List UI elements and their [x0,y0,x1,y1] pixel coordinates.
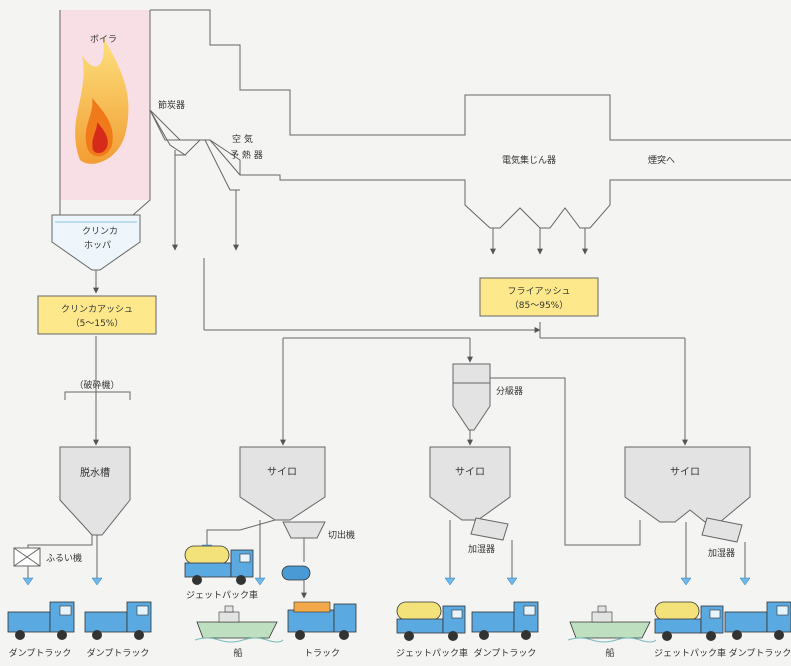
clinker-hopper: クリンカ ホッパ [51,214,141,271]
dump-truck-label: ダンプトラック [9,647,72,659]
humidifier-2 [701,517,743,543]
silo-1: サイロ [239,446,326,521]
dewater-tank-label: 脱水槽 [80,466,110,479]
feeder: 切出機 [281,521,355,581]
feeder-label: 切出機 [328,529,355,541]
silo-2: サイロ 加湿器 [429,446,511,555]
humidifier-2-label: 加湿器 [708,548,735,559]
fly-ash-label-2: （85〜95%） [510,300,568,311]
separator: 分級器 [452,363,523,431]
silo-3-outlets [639,522,746,578]
jet-pack-label: ジェットパック車 [186,589,258,601]
screen-machine: ふるい機 [13,547,82,567]
silo-2-label: サイロ [455,466,485,478]
jet-pack-label: ジェットパック車 [654,647,726,659]
pug-mill [281,565,311,581]
ash-flow-lines [64,150,688,546]
silo-3-label: サイロ [670,466,700,478]
dump-truck-icon [84,601,152,641]
ship-icon [194,605,284,643]
drop-arrow-icon [22,544,751,586]
jet-pack-truck-icon [396,601,466,642]
truck-label: トラック [304,648,340,659]
dewatering-tank: 脱水槽 [59,446,131,536]
to-stack-label: 煙突へ [648,154,675,166]
bag-truck-icon [287,601,357,640]
tank-outlets [27,535,98,578]
separator-label: 分級器 [496,385,523,397]
screen-label: ふるい機 [46,552,82,564]
dump-truck-icon [471,601,539,641]
humidifier-1 [470,517,509,541]
silo-1-label: サイロ [267,466,297,478]
clinker-ash-label-1: クリンカアッシュ [61,304,133,315]
dump-truck-label: ダンプトラック [474,647,537,659]
boiler: ボイラ [59,10,151,216]
ship-icon [567,605,657,643]
clinker-hopper-label-1: クリンカ [82,226,118,237]
jet-pack-truck-icon [654,601,724,642]
dump-truck-icon [724,601,791,641]
humidifier-1-label: 加湿器 [468,544,495,555]
clinker-ash-label-2: （5〜15%） [71,318,124,329]
fly-ash-label-1: フライアッシュ [507,286,570,297]
fly-ash-box: フライアッシュ （85〜95%） [479,277,599,317]
silo-2-outlets [449,520,513,578]
ship-label: 船 [233,647,242,659]
jet-pack-truck-icon [184,545,254,586]
boiler-label: ボイラ [90,34,117,45]
silo-3: サイロ 加湿器 [624,446,751,559]
dump-truck-label: ダンプトラック [87,647,150,659]
silo-1-outlets [206,519,307,599]
air-heater-label-2: 予 熱 器 [230,149,263,161]
dump-truck-label: ダンプトラック [729,647,791,659]
esp-label: 電気集じん器 [502,154,556,166]
ship-label: 船 [605,647,614,659]
jet-pack-label: ジェットパック車 [396,647,468,659]
flame-icon [75,35,129,164]
crusher-label: （破砕機） [74,379,119,391]
air-heater-label-1: 空 気 [232,133,253,145]
dump-truck-icon [7,601,75,641]
economizer-label: 節炭器 [158,99,185,111]
flue-duct [149,9,791,229]
clinker-ash-box: クリンカアッシュ （5〜15%） [37,295,157,335]
clinker-hopper-label-2: ホッパ [84,240,111,251]
